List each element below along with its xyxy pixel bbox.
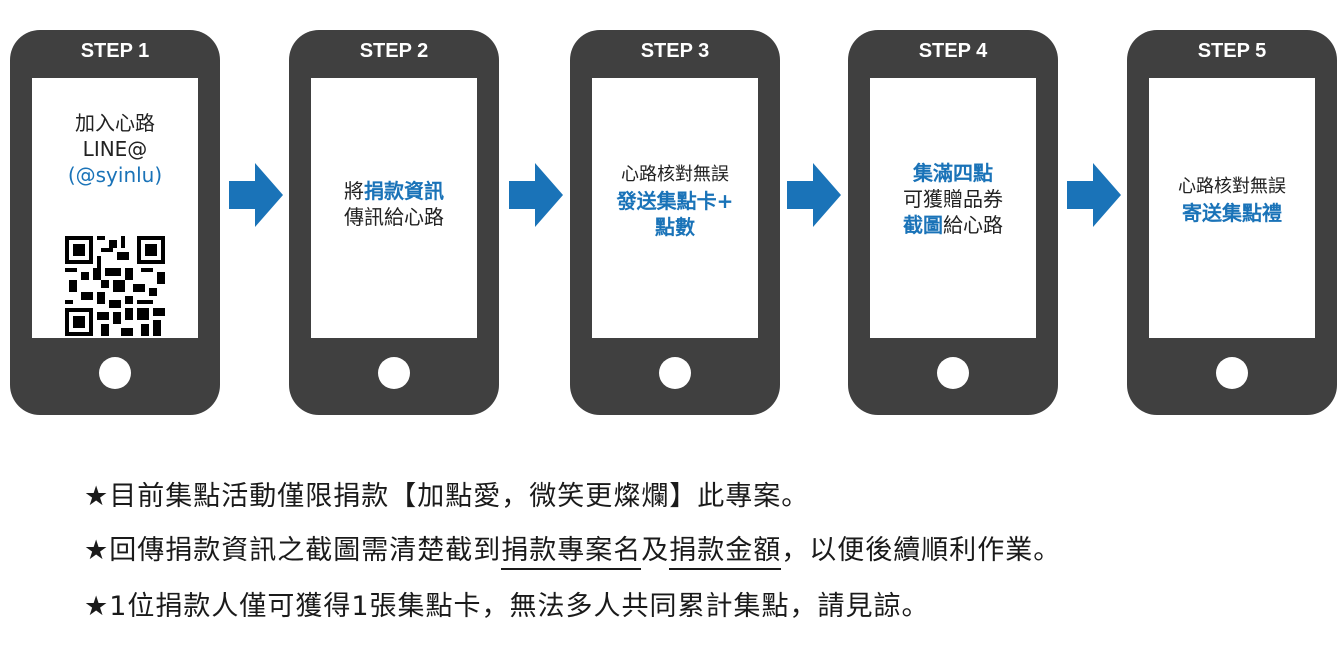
note-1: ★目前集點活動僅限捐款【加點愛，微笑更燦爛】此專案。 [84,481,810,512]
qr-code-icon [65,236,165,336]
step-3-phone: STEP 3 心路核對無誤 發送集點卡+ 點數 [570,30,780,415]
step-5-screen: 心路核對無誤 寄送集點禮 [1149,78,1315,338]
step-3-line-1: 心路核對無誤 [621,164,729,185]
step-2-phone: STEP 2 將捐款資訊 傳訊給心路 [289,30,499,415]
note-3: ★1位捐款人僅可獲得1張集點卡，無法多人共同累計集點，請見諒。 [84,591,930,622]
step-4-text: 集滿四點 可獲贈品券 截圖給心路 [870,160,1036,238]
step-1-line-3: (@syinlu) [67,163,163,187]
step-2-line-1-highlight: 捐款資訊 [364,179,444,203]
step-5-label: STEP 5 [1197,40,1267,62]
step-4-line-2: 可獲贈品券 [903,187,1003,211]
step-3-label: STEP 3 [640,40,710,62]
step-1-home-button [99,357,131,389]
arrow-right-icon [787,163,841,227]
step-4-line-3-suffix: 給心路 [943,213,1003,237]
arrow-right-icon [1067,163,1121,227]
step-4-line-3-highlight: 截圖 [903,213,943,237]
step-1-phone: STEP 1 加入心路 LINE@ (@syinlu) [10,30,220,415]
step-5-phone: STEP 5 心路核對無誤 寄送集點禮 [1127,30,1337,415]
step-1-screen: 加入心路 LINE@ (@syinlu) [32,78,198,338]
note-2-underline-amount: 捐款金額 [669,535,782,570]
step-4-line-1: 集滿四點 [913,161,993,185]
step-4-phone: STEP 4 集滿四點 可獲贈品券 截圖給心路 [848,30,1058,415]
note-2-underline-project: 捐款專案名 [501,535,642,570]
step-2-label: STEP 2 [359,40,429,62]
step-5-text: 心路核對無誤 寄送集點禮 [1149,174,1315,226]
step-5-line-1: 心路核對無誤 [1178,176,1286,197]
step-4-label: STEP 4 [918,40,988,62]
step-2-text: 將捐款資訊 傳訊給心路 [311,178,477,230]
step-1-text: 加入心路 LINE@ (@syinlu) [32,110,198,188]
step-4-home-button [937,357,969,389]
step-3-home-button [659,357,691,389]
step-3-text: 心路核對無誤 發送集點卡+ 點數 [592,162,758,240]
note-2-part-a: ★回傳捐款資訊之截圖需清楚截到 [84,535,502,566]
step-3-screen: 心路核對無誤 發送集點卡+ 點數 [592,78,758,338]
step-2-line-1-prefix: 將 [344,179,364,203]
step-1-line-1: 加入心路 [75,111,155,135]
step-1-line-2: LINE@ [82,137,148,161]
step-3-line-2: 發送集點卡+ [616,189,734,213]
note-2-part-b: 及 [641,535,670,566]
step-2-home-button [378,357,410,389]
arrow-right-icon [509,163,563,227]
note-2-part-c: ，以便後續順利作業。 [781,535,1062,566]
step-4-screen: 集滿四點 可獲贈品券 截圖給心路 [870,78,1036,338]
note-2: ★回傳捐款資訊之截圖需清楚截到捐款專案名及捐款金額，以便後續順利作業。 [84,528,1062,570]
step-5-line-2: 寄送集點禮 [1182,201,1282,225]
step-3-line-3: 點數 [655,215,695,239]
arrow-right-icon [229,163,283,227]
step-2-line-2: 傳訊給心路 [344,205,444,229]
step-2-screen: 將捐款資訊 傳訊給心路 [311,78,477,338]
step-5-home-button [1216,357,1248,389]
step-1-label: STEP 1 [80,40,150,62]
